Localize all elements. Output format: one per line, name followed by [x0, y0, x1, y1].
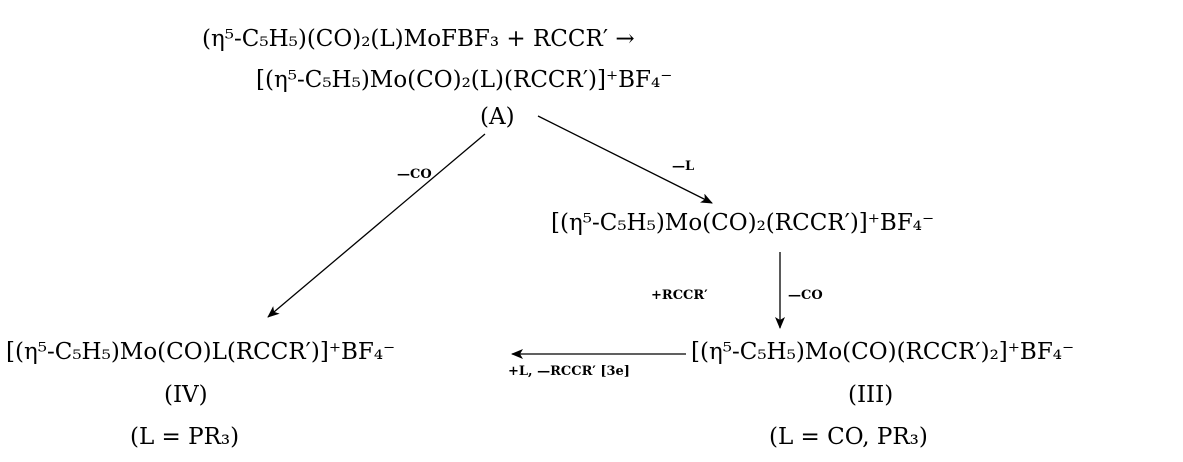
compound-iv-formula: [(η⁵-C₅H₅)Mo(CO)L(RCCR′)]⁺BF₄⁻: [6, 339, 396, 365]
compound-iv-label: (IV): [164, 382, 208, 408]
arrow-label-minus-l: —L: [672, 159, 695, 174]
compound-iv-condition: (L = PR₃): [130, 424, 240, 450]
compound-iii-label: (III): [848, 382, 894, 408]
compound-iii-formula: [(η⁵-C₅H₅)Mo(CO)(RCCR′)₂]⁺BF₄⁻: [691, 339, 1075, 365]
arrow-label-minus-co: —CO: [397, 167, 432, 182]
arrow-a-to-iv: [267, 133, 486, 318]
intermediate-formula: [(η⁵-C₅H₅)Mo(CO)₂(RCCR′)]⁺BF₄⁻: [551, 210, 935, 236]
compound-iii-condition: (L = CO, PR₃): [769, 424, 928, 450]
reaction-line-1: (η⁵-C₅H₅)(CO)₂(L)MoFBF₃ + RCCR′ →: [202, 26, 635, 52]
reaction-line-2: [(η⁵-C₅H₅)Mo(CO)₂(L)(RCCR′)]⁺BF₄⁻: [256, 67, 673, 93]
arrow-label-plus-rccr: +RCCR′: [651, 288, 708, 303]
compound-a-label: (A): [480, 104, 515, 130]
arrow-a-to-intermediate: [537, 115, 713, 204]
arrow-label-l-rccr: +L, —RCCR′ [3e]: [508, 364, 630, 379]
arrow-label-minus-co-2: —CO: [788, 288, 823, 303]
